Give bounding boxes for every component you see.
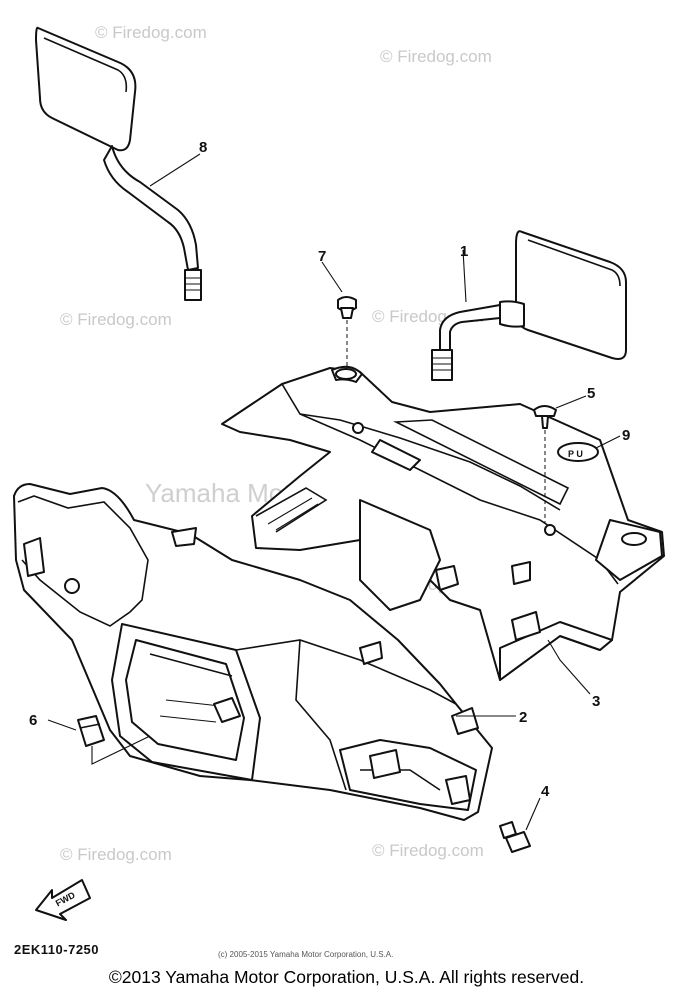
- handlebar-front-cover: [13, 483, 493, 821]
- callout-5: 5: [587, 385, 595, 402]
- label-part-9: P U: [557, 442, 599, 462]
- callout-2: 2: [519, 709, 527, 726]
- svg-text:P U: P U: [568, 449, 583, 459]
- leader-lines: [47, 153, 621, 831]
- small-copyright: (c) 2005-2015 Yamaha Motor Corporation, …: [218, 950, 394, 959]
- watermark-text: © Firedog.com: [60, 845, 172, 864]
- footer-copyright: ©2013 Yamaha Motor Corporation, U.S.A. A…: [108, 967, 585, 987]
- watermark-text: © Firedog.com: [380, 47, 492, 66]
- handlebar-inner-cover: [221, 365, 665, 681]
- mirror-left: [35, 26, 202, 301]
- callout-8: 8: [199, 139, 207, 156]
- callout-3: 3: [592, 693, 600, 710]
- callout-4: 4: [541, 783, 550, 800]
- callout-6: 6: [29, 712, 37, 729]
- callout-numbers: 1 2 3 4 5 6 7 8 9: [29, 139, 630, 800]
- clip-nut-part-6: [77, 715, 151, 765]
- callout-7: 7: [318, 248, 326, 265]
- grommet-part-7: [337, 296, 357, 368]
- screw-part-5: [533, 405, 557, 524]
- mirror-right: [431, 230, 627, 381]
- watermark-text: © Firedog.com: [95, 23, 207, 42]
- callout-1: 1: [460, 243, 468, 260]
- watermark-text: © Firedog.com: [372, 841, 484, 860]
- bolt-part-4: [499, 821, 531, 853]
- part-code: 2EK110-7250: [14, 942, 100, 957]
- watermark-text: © Firedog.com: [60, 310, 172, 329]
- fwd-arrow-icon: FWD: [35, 879, 91, 921]
- callout-9: 9: [622, 427, 630, 444]
